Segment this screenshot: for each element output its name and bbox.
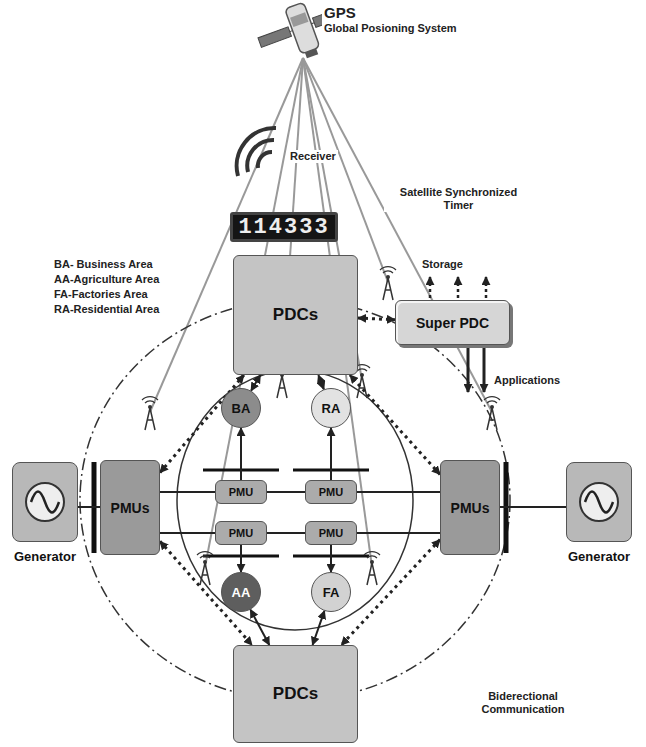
annotation-label: Receiver	[288, 150, 338, 163]
power-line	[500, 506, 566, 508]
power-line	[160, 491, 215, 493]
data-arrow	[330, 545, 332, 572]
receiver-waves	[237, 128, 276, 176]
communication-link	[350, 375, 440, 474]
generator-symbol	[577, 480, 621, 524]
communication-link	[160, 541, 252, 645]
power-line	[160, 532, 215, 534]
storage-arrow	[430, 277, 486, 298]
annotation-label: AA-Agriculture Area	[52, 273, 161, 286]
node-label: PMU	[319, 486, 343, 498]
node-label: RA	[322, 401, 341, 416]
data-arrow	[251, 375, 260, 391]
annotation-label: FA-Factories Area	[52, 288, 150, 301]
communication-link	[341, 540, 440, 645]
pmus-box: PMUs	[440, 460, 500, 555]
pmu-box: PMU	[215, 521, 267, 545]
pmu-box: PMU	[305, 521, 357, 545]
area-circle: FA	[311, 572, 351, 612]
pmu-box: PMU	[305, 480, 357, 504]
pmu-box: PMU	[215, 480, 267, 504]
inner-ring	[177, 370, 413, 630]
node-label: PMU	[229, 527, 253, 539]
area-circle: BA	[221, 388, 261, 428]
generator-box: Generator	[12, 462, 78, 542]
power-line	[357, 491, 440, 493]
timer-display: 114333	[230, 212, 338, 242]
annotation-label: Global Posioning System	[322, 22, 459, 35]
data-arrow	[318, 375, 323, 389]
node-label: PMUs	[451, 500, 490, 516]
node-label: BA	[232, 401, 251, 416]
power-line	[357, 532, 440, 534]
node-label: FA	[323, 585, 340, 600]
generator-label: Generator	[568, 549, 630, 564]
data-arrow	[240, 545, 242, 572]
annotation-label: Applications	[492, 374, 562, 387]
node-label: PMUs	[111, 500, 150, 516]
data-arrow	[330, 428, 332, 480]
power-line	[267, 491, 305, 493]
annotation-label: Biderectional Communication	[466, 690, 580, 716]
annotation-label: Satellite Synchronized Timer	[384, 186, 533, 212]
communication-link	[358, 318, 395, 320]
node-label: PDCs	[273, 305, 318, 325]
data-arrow	[313, 611, 325, 645]
node-label: PMU	[319, 527, 343, 539]
annotation-label: BA- Business Area	[52, 258, 155, 271]
application-arrow	[468, 348, 484, 392]
power-line	[78, 506, 100, 508]
area-circle: AA	[221, 572, 261, 612]
power-line	[267, 532, 305, 534]
node-label: PMU	[229, 486, 253, 498]
node-label: AA	[232, 585, 251, 600]
pdc-box: PDCs	[233, 255, 358, 375]
annotation-label: GPS	[322, 4, 358, 22]
generator-box: Generator	[566, 462, 632, 542]
generator-symbol	[23, 480, 67, 524]
super-pdc-box: Super PDC	[395, 300, 510, 345]
generator-label: Generator	[14, 549, 76, 564]
node-label: PDCs	[273, 684, 318, 704]
annotation-label: Storage	[420, 258, 465, 271]
pmus-box: PMUs	[100, 460, 160, 555]
timer-digits: 114333	[238, 215, 329, 240]
node-label: Super PDC	[416, 315, 489, 331]
data-arrow	[250, 610, 269, 645]
annotation-label: RA-Residential Area	[52, 303, 161, 316]
pdc-box: PDCs	[233, 645, 358, 743]
area-circle: RA	[311, 388, 351, 428]
data-arrow	[240, 428, 242, 480]
